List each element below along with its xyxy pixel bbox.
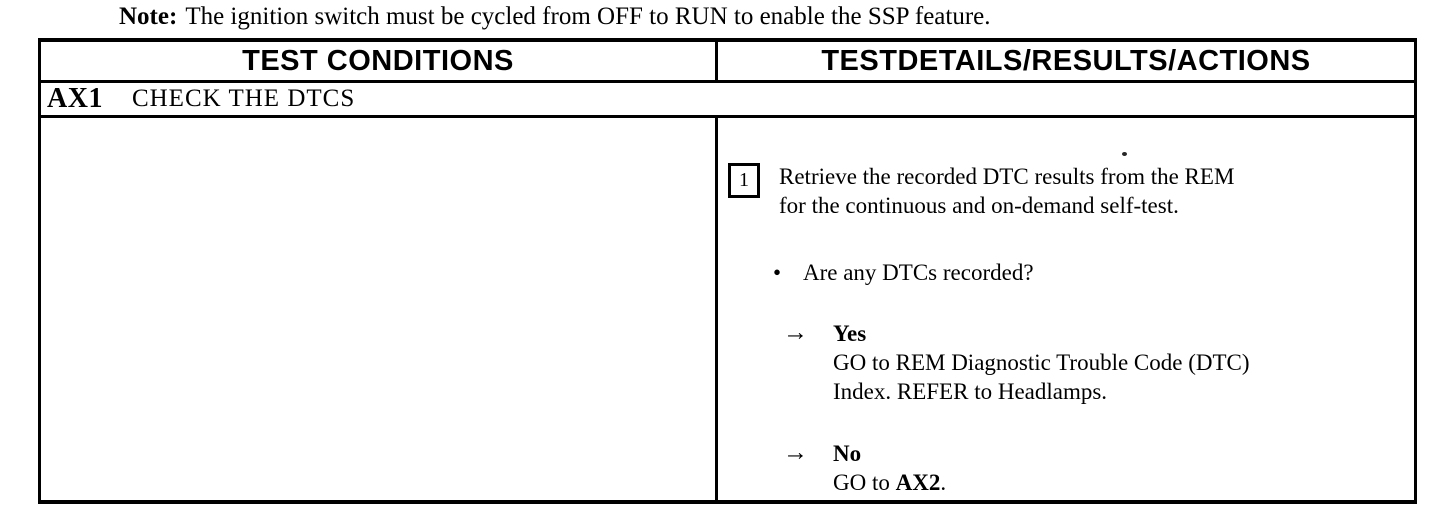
arrow-icon: → [783,319,808,346]
bullet-icon: • [773,260,782,285]
result-action-target: AX2 [895,470,941,495]
step-instruction-line: for the continuous and on-demand self-te… [779,193,1179,218]
step-block: 1 Retrieve the recorded DTC results from… [728,162,1402,220]
result-no-body: No GO to AX2. [833,439,946,497]
test-conditions-cell [41,118,718,500]
result-yes: → Yes GO to REM Diagnostic Trouble Code … [783,319,1402,406]
arrow-icon: → [783,439,808,466]
question-row: • Are any DTCs recorded? [773,258,1402,287]
result-action-line: GO to REM Diagnostic Trouble Code (DTC) [833,350,1250,375]
result-action-text: GO to [833,470,896,495]
question-text: Are any DTCs recorded? [803,260,1034,285]
scan-speck [1122,152,1127,156]
result-answer: No [833,441,862,466]
test-title: CHECK THE DTCS [131,85,356,112]
result-no: → No GO to AX2. [783,439,1402,497]
result-yes-body: Yes GO to REM Diagnostic Trouble Code (D… [833,319,1250,406]
note-label: Note: [119,3,178,30]
note-line: Note: The ignition switch must be cycled … [119,2,991,32]
note-text: The ignition switch must be cycled from … [185,3,991,30]
test-details-cell: 1 Retrieve the recorded DTC results from… [718,118,1414,500]
test-title-row: AX1 CHECK THE DTCS [41,83,1414,118]
step-number-box: 1 [728,163,760,198]
step-instruction: Retrieve the recorded DTC results from t… [779,162,1234,220]
table-body-row: 1 Retrieve the recorded DTC results from… [41,118,1414,500]
result-action-line: GO to AX2. [833,468,946,497]
result-answer: Yes [833,321,867,346]
header-test-details-results-actions: TESTDETAILS/RESULTS/ACTIONS [821,44,1311,77]
table-header-row: TEST CONDITIONS TESTDETAILS/RESULTS/ACTI… [41,42,1414,83]
result-action-punct: . [940,470,947,495]
step-instruction-line: Retrieve the recorded DTC results from t… [779,164,1235,189]
pinpoint-test-table: TEST CONDITIONS TESTDETAILS/RESULTS/ACTI… [38,38,1417,504]
header-test-conditions: TEST CONDITIONS [41,42,718,80]
test-id: AX1 [47,83,103,114]
result-action-line: Index. REFER to Headlamps. [833,379,1108,404]
